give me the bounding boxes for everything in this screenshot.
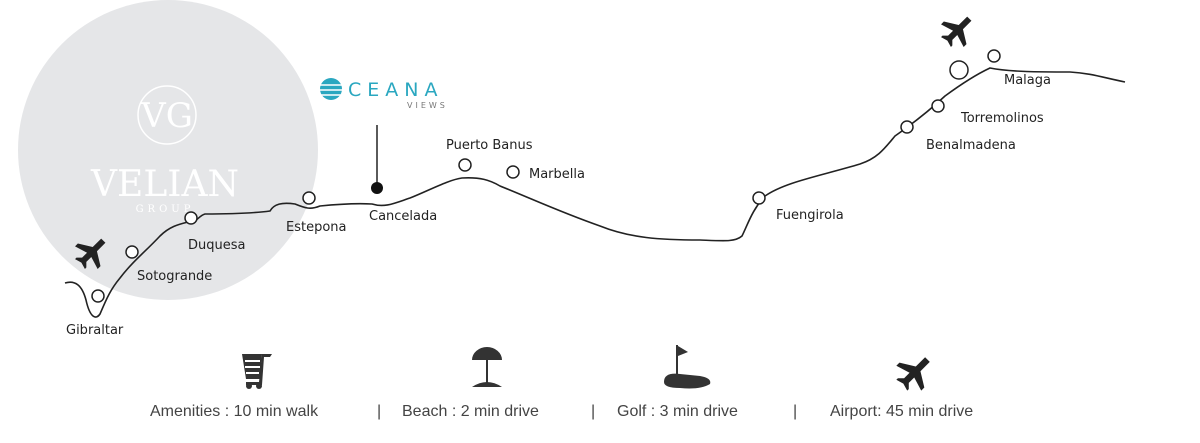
- shopping-cart-icon: [242, 354, 272, 389]
- label-puerto-banus: Puerto Banus: [446, 138, 533, 153]
- label-estepona: Estepona: [286, 220, 347, 235]
- legend-separator: |: [793, 403, 797, 420]
- marker-cancelada: [371, 182, 383, 194]
- marker-malaga: [987, 49, 1001, 63]
- label-benalmadena: Benalmadena: [926, 138, 1016, 153]
- watermark-sub: GROUP: [136, 204, 195, 215]
- label-fuengirola: Fuengirola: [776, 208, 844, 223]
- marker-benalmadena: [900, 120, 914, 134]
- golf-flag-icon: [664, 345, 711, 389]
- place-markers: [91, 49, 1001, 303]
- beach-umbrella-icon: [472, 347, 502, 387]
- marker-marbella: [506, 165, 520, 179]
- marker-airport-malaga: [949, 60, 969, 80]
- legend-separator: |: [591, 403, 595, 420]
- logo-sub: VIEWS: [407, 101, 448, 110]
- legend-beach: Beach : 2 min drive: [402, 403, 539, 420]
- logo-name: CEANA: [348, 79, 443, 101]
- oceana-views-logo: CEANA VIEWS: [320, 78, 448, 110]
- marker-torremolinos: [931, 99, 945, 113]
- watermark-monogram: VG: [140, 96, 193, 136]
- legend-golf: Golf : 3 min drive: [617, 403, 738, 420]
- marker-sotogrande: [125, 245, 139, 259]
- marker-gibraltar: [91, 289, 105, 303]
- velian-watermark: VG VELIAN GROUP: [18, 0, 318, 300]
- label-cancelada: Cancelada: [369, 209, 437, 224]
- watermark-name: VELIAN: [90, 164, 239, 205]
- marker-estepona: [302, 191, 316, 205]
- coastline: [64, 67, 1126, 318]
- marker-fuengirola: [752, 191, 766, 205]
- label-torremolinos: Torremolinos: [960, 111, 1044, 126]
- marker-duquesa: [184, 211, 198, 225]
- label-malaga: Malaga: [1004, 73, 1051, 88]
- label-sotogrande: Sotogrande: [137, 269, 212, 284]
- legend-airport: Airport: 45 min drive: [830, 403, 973, 420]
- marker-puerto-banus: [458, 158, 472, 172]
- label-gibraltar: Gibraltar: [66, 323, 124, 338]
- airplane-icon: [889, 347, 940, 398]
- airplane-icon-malaga: [934, 7, 981, 54]
- legend-amenities: Amenities : 10 min walk: [150, 403, 319, 420]
- legend-separator: |: [377, 403, 381, 420]
- label-duquesa: Duquesa: [188, 238, 245, 253]
- label-marbella: Marbella: [529, 167, 585, 182]
